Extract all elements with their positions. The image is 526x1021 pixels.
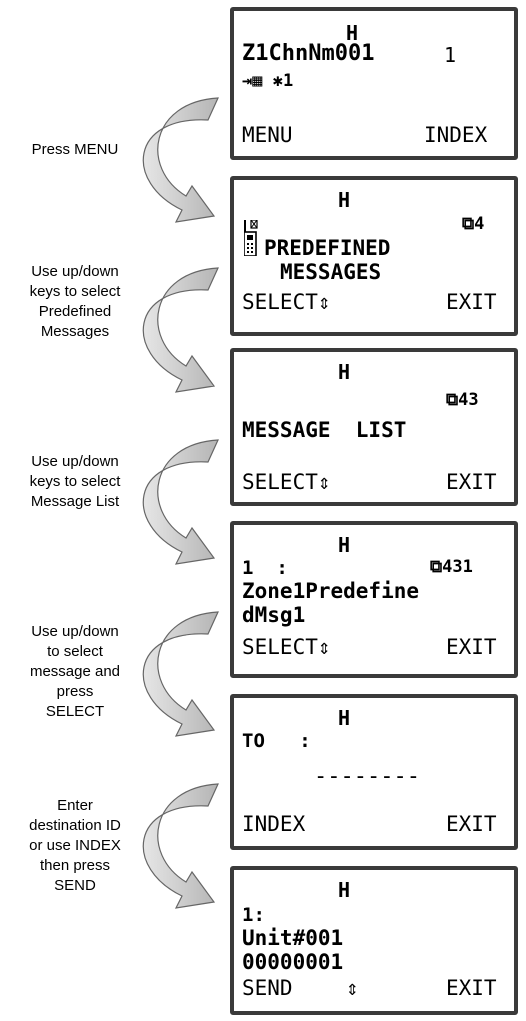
flow-arrow-5 — [142, 783, 219, 909]
softkey-select[interactable]: SELECT⇕ — [242, 470, 331, 494]
menu-title: MESSAGE LIST — [242, 418, 407, 442]
channel-number: 1 — [444, 43, 457, 67]
flow-arrow-2 — [142, 267, 219, 393]
lcd-screen-predefined-messages: H ⧉4 PREDEFINED MESSAGES SELECT⇕ EXIT — [230, 176, 518, 336]
softkey-menu[interactable]: MENU — [242, 123, 293, 147]
caption-step-4: Use up/down to select message and press … — [29, 623, 121, 720]
caption-step-3: Use up/down keys to select Message List — [29, 453, 121, 510]
softkey-exit[interactable]: EXIT — [446, 812, 497, 836]
menu-path-indicator: ⧉431 — [430, 557, 473, 577]
lcd-screen-destination: H TO : -------- INDEX EXIT — [230, 694, 518, 850]
destination-id-input[interactable]: -------- — [314, 764, 420, 789]
flow-arrow-1 — [142, 97, 219, 223]
softkey-select[interactable]: SELECT⇕ — [242, 635, 331, 659]
lcd-screen-home: H Z1ChnNm001 1 ⇥▦ ✱1 MENU INDEX — [230, 7, 518, 160]
message-text-line2: dMsg1 — [242, 603, 306, 627]
flow-arrow-3 — [142, 439, 219, 565]
caption-step-2: Use up/down keys to select Predefined Me… — [29, 263, 121, 340]
softkey-exit[interactable]: EXIT — [446, 290, 497, 314]
menu-path-indicator: ⧉43 — [446, 390, 479, 410]
screen-header: H — [346, 21, 359, 45]
screen-header: H — [338, 188, 351, 212]
screen-header: H — [338, 878, 351, 902]
caption-step-1: Press MENU — [31, 141, 119, 158]
softkey-send[interactable]: SEND — [242, 976, 293, 1000]
scroll-updown-icon: ⇕ — [346, 976, 359, 1000]
unit-name: Unit#001 — [242, 926, 344, 950]
channel-name: Z1ChnNm001 — [242, 41, 375, 66]
entry-index: 1: — [242, 904, 265, 926]
screen-header: H — [338, 533, 351, 557]
softkey-exit[interactable]: EXIT — [446, 976, 497, 1000]
softkey-exit[interactable]: EXIT — [446, 470, 497, 494]
radio-message-icon — [243, 219, 258, 257]
softkey-select[interactable]: SELECT⇕ — [242, 290, 331, 314]
lcd-screen-message-list: H ⧉43 MESSAGE LIST SELECT⇕ EXIT — [230, 348, 518, 506]
screen-header: H — [338, 360, 351, 384]
softkey-index[interactable]: INDEX — [424, 123, 488, 147]
unit-id: 00000001 — [242, 950, 344, 974]
message-text-line1: Zone1Predefine — [242, 579, 420, 603]
menu-title-line2: MESSAGES — [280, 260, 382, 284]
softkey-index[interactable]: INDEX — [242, 812, 306, 836]
message-index: 1 : — [242, 557, 288, 579]
menu-path-indicator: ⧉4 — [462, 214, 485, 234]
caption-step-5: Enter destination ID or use INDEX then p… — [29, 797, 121, 894]
status-icons: ⇥▦ ✱1 — [242, 71, 294, 91]
flow-arrow-4 — [142, 611, 219, 737]
screen-header: H — [338, 706, 351, 730]
lcd-screen-message-select: H 1 : ⧉431 Zone1Predefine dMsg1 SELECT⇕ … — [230, 521, 518, 678]
lcd-screen-send: H 1: Unit#001 00000001 SEND ⇕ EXIT — [230, 866, 518, 1015]
softkey-exit[interactable]: EXIT — [446, 635, 497, 659]
to-label: TO : — [242, 730, 311, 752]
menu-title-line1: PREDEFINED — [264, 236, 391, 260]
